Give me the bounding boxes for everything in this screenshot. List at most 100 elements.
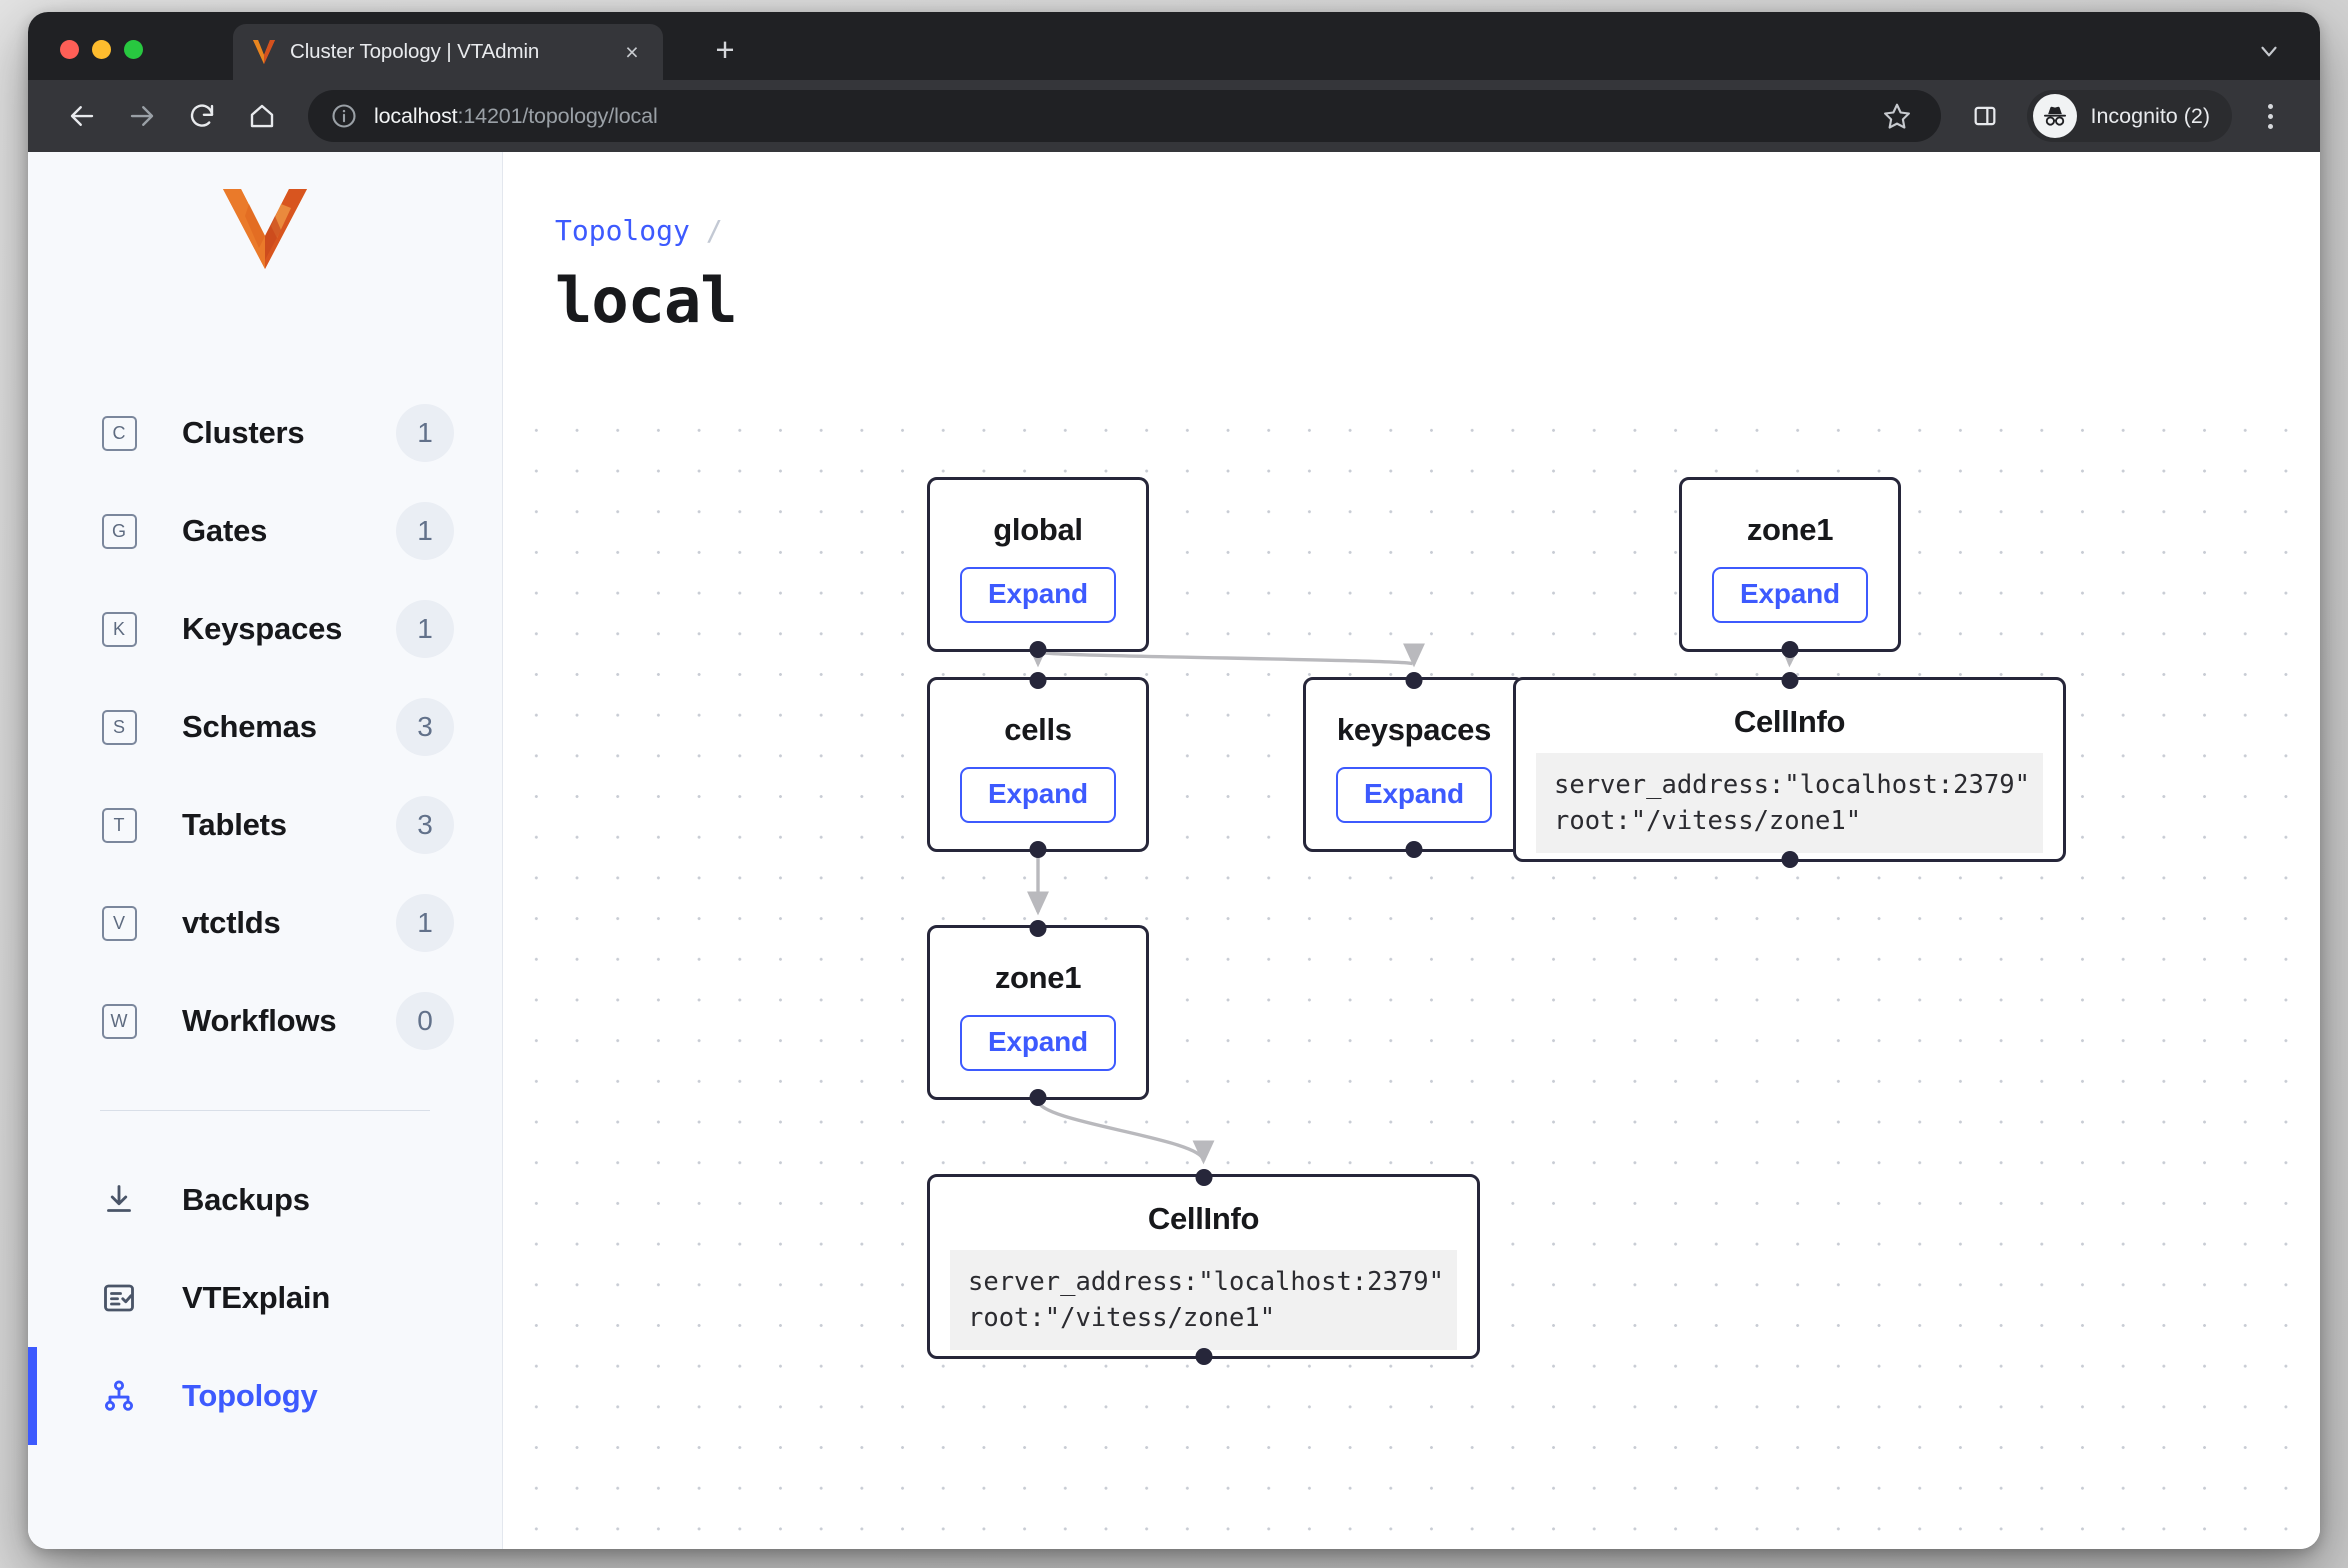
node-port-bottom	[1029, 1088, 1047, 1106]
home-icon[interactable]	[234, 88, 290, 144]
vitess-logo-icon	[251, 38, 277, 66]
letter-v-icon: V	[100, 904, 138, 942]
sidebar-item-label: Clusters	[182, 415, 305, 450]
letter-w-icon: W	[100, 1002, 138, 1040]
sidebar-item-label: Topology	[182, 1378, 318, 1413]
address-bar[interactable]: localhost:14201/topology/local	[308, 90, 1942, 142]
sidebar-item-label: Schemas	[182, 709, 317, 744]
sidebar-item-vtexplain[interactable]: VTExplain	[28, 1249, 502, 1347]
sidebar-item-badge: 1	[396, 894, 454, 952]
profile-button[interactable]: Incognito (2)	[2027, 90, 2232, 142]
incognito-icon	[2033, 94, 2078, 138]
node-title: global	[993, 512, 1083, 547]
node-title: CellInfo	[1147, 1201, 1260, 1236]
node-port-bottom	[1029, 640, 1047, 658]
letter-k-icon: K	[100, 610, 138, 648]
address-bar-url: localhost:14201/topology/local	[374, 104, 1855, 129]
expand-button[interactable]: Expand	[960, 767, 1116, 823]
arrow-left-icon[interactable]	[54, 88, 110, 144]
sidebar-item-badge: 1	[396, 502, 454, 560]
node-port-top	[1029, 919, 1047, 937]
new-tab-button[interactable]: +	[715, 30, 735, 68]
sidebar-item-keyspaces[interactable]: K Keyspaces 1	[28, 580, 502, 678]
breadcrumb-separator: /	[705, 214, 723, 247]
sidebar-item-label: Gates	[182, 513, 268, 548]
expand-button[interactable]: Expand	[1336, 767, 1492, 823]
window-traffic-lights	[60, 40, 143, 59]
side-panel-icon[interactable]	[1961, 92, 2009, 140]
letter-c-icon: C	[100, 414, 138, 452]
sidebar-item-badge: 1	[396, 600, 454, 658]
reload-icon[interactable]	[174, 88, 230, 144]
node-port-top	[1029, 671, 1047, 689]
sidebar-item-tablets[interactable]: T Tablets 3	[28, 776, 502, 874]
node-title: zone1	[994, 960, 1082, 995]
node-port-top	[1781, 671, 1798, 689]
letter-c-icon-letter: C	[101, 415, 137, 451]
letter-s-icon-letter: S	[101, 709, 137, 745]
chevron-down-icon[interactable]	[2252, 34, 2286, 68]
letter-g-icon: G	[100, 512, 138, 550]
arrow-right-icon[interactable]	[114, 88, 170, 144]
star-icon[interactable]	[1871, 90, 1923, 142]
node-code-block: server_address:"localhost:2379" root:"/v…	[1536, 753, 2043, 854]
close-icon[interactable]: ×	[625, 38, 639, 65]
sidebar-item-badge: 3	[396, 796, 454, 854]
expand-button[interactable]: Expand	[1712, 567, 1868, 623]
letter-v-icon-letter: V	[101, 905, 137, 941]
sidebar-item-gates[interactable]: G Gates 1	[28, 482, 502, 580]
sidebar-item-schemas[interactable]: S Schemas 3	[28, 678, 502, 776]
close-window-button[interactable]	[60, 40, 79, 59]
sidebar-item-label: Tablets	[182, 807, 287, 842]
sidebar-item-label: vtctlds	[182, 905, 281, 940]
node-port-top	[1405, 671, 1423, 689]
expand-button[interactable]: Expand	[960, 567, 1116, 623]
sidebar-item-badge: 3	[396, 698, 454, 756]
browser-tab[interactable]: Cluster Topology | VTAdmin ×	[233, 24, 663, 80]
browser-tabstrip: Cluster Topology | VTAdmin × +	[28, 12, 2320, 80]
sidebar-item-badge: 1	[396, 404, 454, 462]
sidebar-item-label: Backups	[182, 1182, 310, 1217]
node-title: zone1	[1746, 512, 1834, 547]
sitemap-icon	[100, 1377, 138, 1415]
sidebar-item-backups[interactable]: Backups	[28, 1151, 502, 1249]
letter-k-icon-letter: K	[101, 611, 137, 647]
expand-button[interactable]: Expand	[960, 1015, 1116, 1071]
letter-g-icon-letter: G	[101, 513, 137, 549]
sidebar-item-topology[interactable]: Topology	[28, 1347, 502, 1445]
topology-node-cellinfo-left[interactable]: CellInfo server_address:"localhost:2379" …	[927, 1168, 1480, 1365]
sidebar-item-workflows[interactable]: W Workflows 0	[28, 972, 502, 1070]
letter-t-icon: T	[100, 806, 138, 844]
kebab-menu-icon[interactable]	[2246, 88, 2294, 144]
checklist-icon	[100, 1279, 138, 1317]
breadcrumb: Topology /	[555, 214, 723, 247]
maximize-window-button[interactable]	[124, 40, 143, 59]
minimize-window-button[interactable]	[92, 40, 111, 59]
vitess-logo[interactable]	[28, 186, 502, 272]
node-port-bottom	[1781, 640, 1799, 658]
node-code-block: server_address:"localhost:2379" root:"/v…	[950, 1250, 1457, 1351]
breadcrumb-link-topology[interactable]: Topology	[555, 214, 690, 247]
node-port-bottom	[1405, 840, 1423, 858]
info-circle-icon[interactable]	[330, 102, 358, 130]
page-title: local	[555, 264, 738, 337]
sidebar-item-label: Workflows	[182, 1003, 337, 1038]
sidebar-item-clusters[interactable]: C Clusters 1	[28, 384, 502, 482]
address-bar-host: localhost	[374, 103, 458, 128]
sidebar-divider	[100, 1110, 430, 1111]
letter-w-icon-letter: W	[101, 1003, 137, 1039]
active-indicator	[28, 1347, 37, 1445]
sidebar-item-badge: 0	[396, 992, 454, 1050]
sidebar-item-label: Keyspaces	[182, 611, 343, 646]
